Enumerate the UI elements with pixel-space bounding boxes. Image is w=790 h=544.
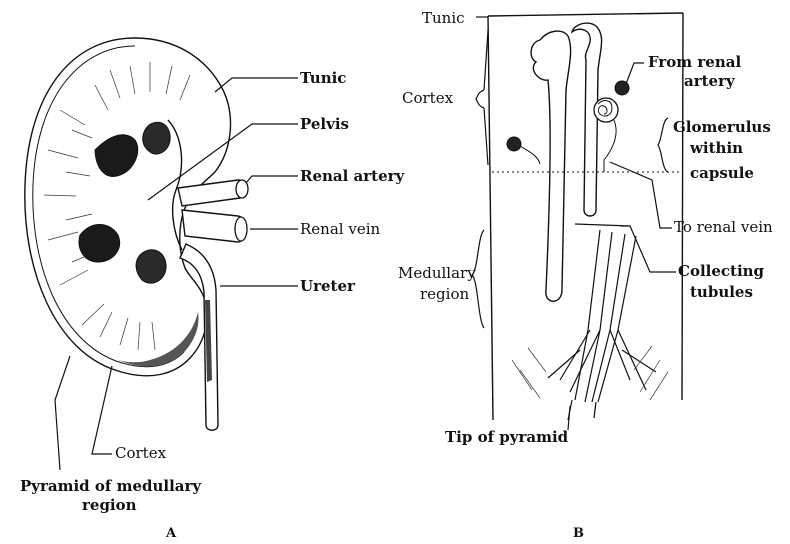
calyx-middle [136, 250, 166, 283]
kidney-outline [25, 38, 231, 376]
collecting-tubules [548, 230, 656, 420]
label-b-medullary-line1: Medullary [398, 264, 476, 282]
label-a-ureter: Ureter [300, 277, 356, 295]
panel-b-leader-lines [472, 17, 676, 430]
label-b-from-renal-line2: artery [684, 72, 736, 90]
small-tubule [520, 146, 540, 164]
label-a-tunic: Tunic [300, 69, 346, 87]
calyx-lower [79, 224, 120, 262]
panel-a-leader-lines [55, 78, 298, 470]
loop-of-henle-left [531, 31, 571, 301]
label-b-collecting-line1: Collecting [678, 262, 765, 280]
panel-a-letter: A [165, 526, 177, 541]
label-b-glomerulus-line3: capsule [690, 164, 754, 182]
label-b-collecting-line2: tubules [690, 283, 753, 301]
loop-of-henle-middle [572, 23, 602, 216]
lower-cortex-shading [118, 312, 199, 366]
label-b-medullary-line2: region [420, 285, 469, 303]
column-left-wall [488, 16, 493, 420]
leader-b-glomerulus-brace [658, 118, 668, 172]
papilla-hatching [512, 346, 668, 400]
label-a-renal-vein: Renal vein [300, 220, 380, 238]
glomerulus-left [507, 137, 521, 151]
column-top-tunic [488, 13, 683, 16]
label-a-renal-artery: Renal artery [300, 167, 406, 185]
leader-a-renal-artery [246, 176, 298, 183]
panel-b-nephron-illustration [488, 13, 683, 420]
label-b-tunic: Tunic [422, 9, 465, 27]
renal-vein-opening [235, 217, 247, 241]
label-a-pelvis: Pelvis [300, 115, 349, 133]
cortex-striations [44, 62, 190, 350]
column-right-wall [682, 13, 683, 400]
leader-b-cortex-brace [476, 30, 488, 165]
label-b-cortex: Cortex [402, 89, 454, 107]
label-a-pyramid-line2: region [82, 496, 137, 514]
leader-a-tunic [215, 78, 298, 92]
renal-pelvis [95, 135, 138, 177]
label-b-glomerulus-line1: Glomerulus [673, 118, 771, 136]
leader-b-from-renal-artery [626, 63, 644, 84]
label-a-pyramid-line1: Pyramid of medullary [20, 477, 202, 495]
label-b-to-renal-vein: To renal vein [674, 218, 773, 236]
label-b-from-renal-line1: From renal [648, 53, 741, 71]
leader-a-cortex [92, 366, 112, 454]
leader-a-pyramid [55, 356, 70, 470]
label-b-tip-of-pyramid: Tip of pyramid [445, 428, 569, 446]
glomerulus-right [594, 98, 618, 122]
label-b-glomerulus-line2: within [689, 139, 743, 157]
calyx-upper [143, 122, 170, 154]
panel-a-kidney-illustration [25, 38, 248, 430]
panel-b-letter: B [573, 526, 584, 541]
label-a-cortex: Cortex [115, 444, 167, 462]
ureter-vessel [180, 244, 218, 430]
leader-b-collecting-tubules [575, 224, 676, 272]
renal-artery-vessel [178, 180, 245, 206]
